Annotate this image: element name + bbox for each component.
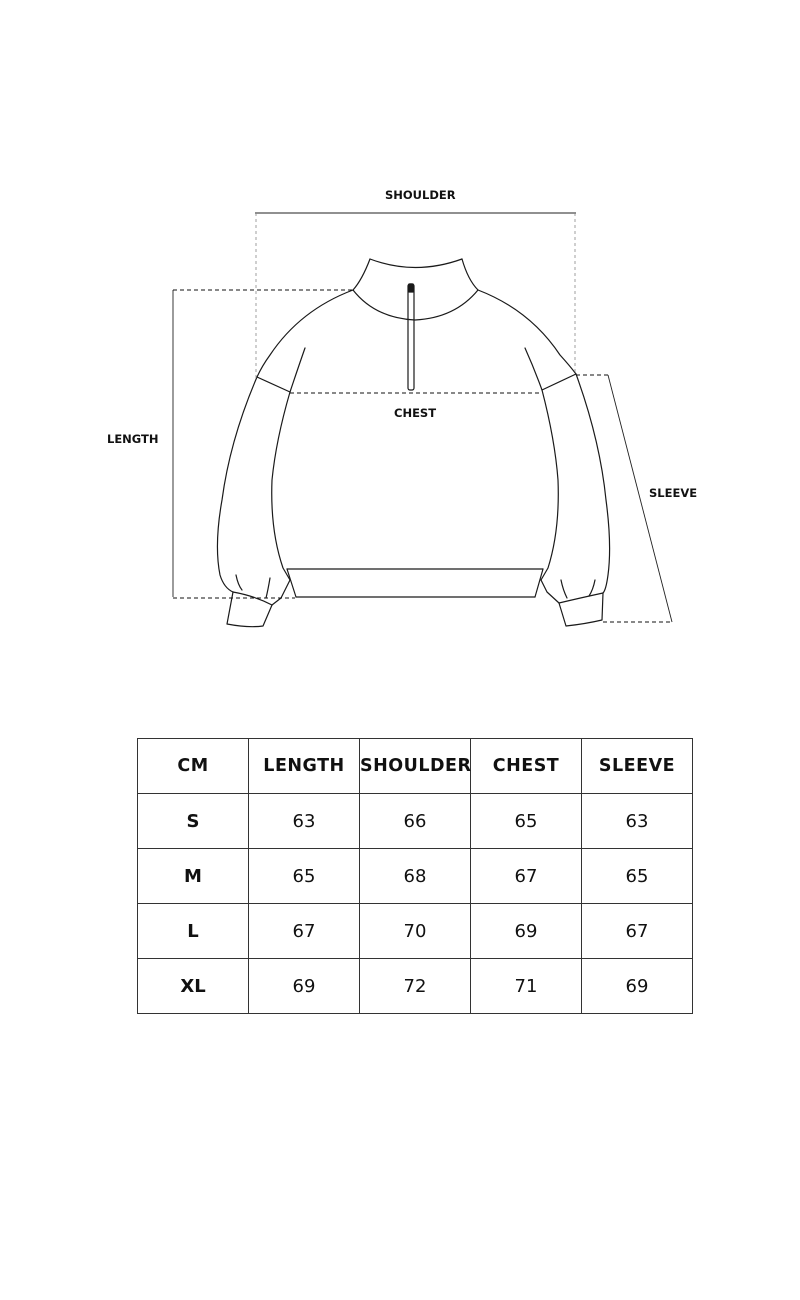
length-cell: 65: [248, 848, 360, 904]
chest-label: CHEST: [394, 406, 437, 420]
shoulder-cell: 72: [359, 958, 471, 1014]
unit-header: CM: [137, 738, 249, 794]
sleeve-cell: 67: [581, 903, 693, 959]
sweatshirt-drawing: [172, 212, 673, 628]
table-row: L 67 70 69 67: [137, 903, 693, 959]
length-cell: 67: [248, 903, 360, 959]
chest-cell: 69: [470, 903, 582, 959]
table-row: M 65 68 67 65: [137, 848, 693, 904]
table-row: S 63 66 65 63: [137, 793, 693, 849]
sleeve-label: SLEEVE: [649, 486, 698, 500]
sleeve-cell: 69: [581, 958, 693, 1014]
sleeve-cell: 65: [581, 848, 693, 904]
length-cell: 63: [248, 793, 360, 849]
shoulder-label: SHOULDER: [385, 188, 456, 202]
length-cell: 69: [248, 958, 360, 1014]
table-header-row: CM LENGTH SHOULDER CHEST SLEEVE: [137, 738, 693, 794]
column-header-length: LENGTH: [248, 738, 360, 794]
column-header-sleeve: SLEEVE: [581, 738, 693, 794]
size-cell: M: [137, 848, 249, 904]
shoulder-cell: 66: [359, 793, 471, 849]
size-chart-table: CM LENGTH SHOULDER CHEST SLEEVE S 63 66 …: [137, 738, 693, 1014]
zipper: [407, 283, 415, 391]
chest-cell: 65: [470, 793, 582, 849]
collar-top-edge: [369, 258, 463, 269]
collar-base: [352, 289, 479, 321]
size-cell: S: [137, 793, 249, 849]
sleeve-cell: 63: [581, 793, 693, 849]
length-label: LENGTH: [107, 432, 159, 446]
size-cell: L: [137, 903, 249, 959]
shoulder-cell: 68: [359, 848, 471, 904]
chest-cell: 67: [470, 848, 582, 904]
column-header-chest: CHEST: [470, 738, 582, 794]
garment-measurement-diagram: SHOULDER CHEST LENGTH SLEEVE: [107, 188, 698, 628]
column-header-shoulder: SHOULDER: [359, 738, 471, 794]
size-cell: XL: [137, 958, 249, 1014]
chest-cell: 71: [470, 958, 582, 1014]
shoulder-cell: 70: [359, 903, 471, 959]
table-row: XL 69 72 71 69: [137, 958, 693, 1014]
sleeve-measure-line: [607, 374, 673, 623]
